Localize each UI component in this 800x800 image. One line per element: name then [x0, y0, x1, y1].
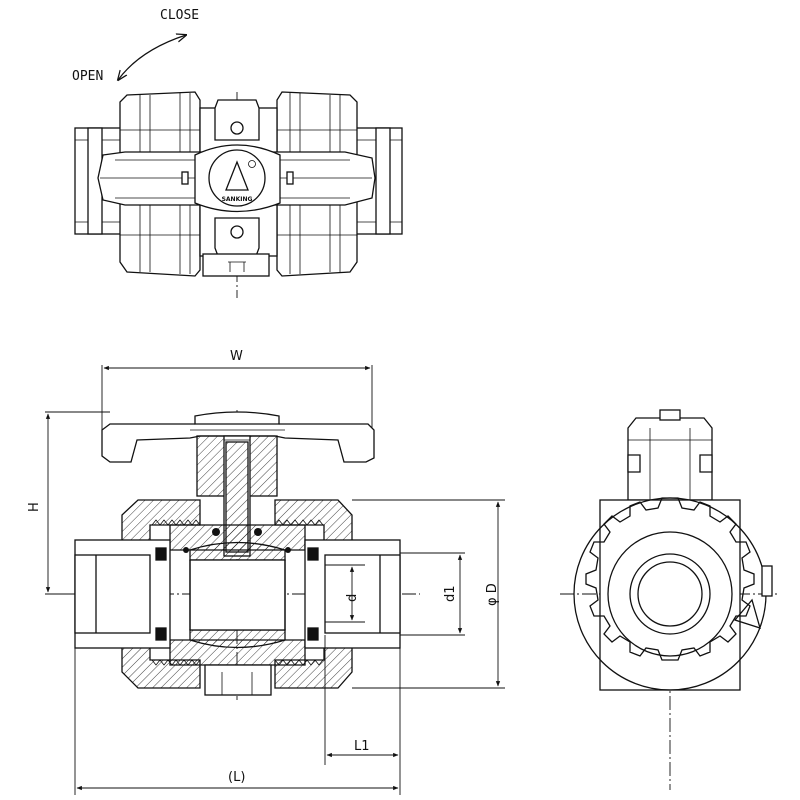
- rotation-arrow: [118, 35, 186, 80]
- close-label: CLOSE: [160, 8, 199, 23]
- dim-L-label: (L): [228, 770, 245, 785]
- dim-W-label: W: [230, 349, 243, 364]
- dim-L1-label: L1: [354, 739, 370, 754]
- brand-logo: [225, 160, 249, 191]
- side-view: [560, 409, 780, 790]
- dim-d1-label: d1: [443, 585, 458, 602]
- dim-H-label: H: [27, 502, 42, 512]
- dim-D-label: φ D: [485, 583, 500, 606]
- front-view: H W: [27, 349, 505, 795]
- handle-brand: SANKING: [222, 196, 253, 203]
- open-label: OPEN: [72, 69, 103, 84]
- top-view: CLOSE OPEN: [72, 8, 403, 298]
- dim-d-label: d: [345, 594, 360, 602]
